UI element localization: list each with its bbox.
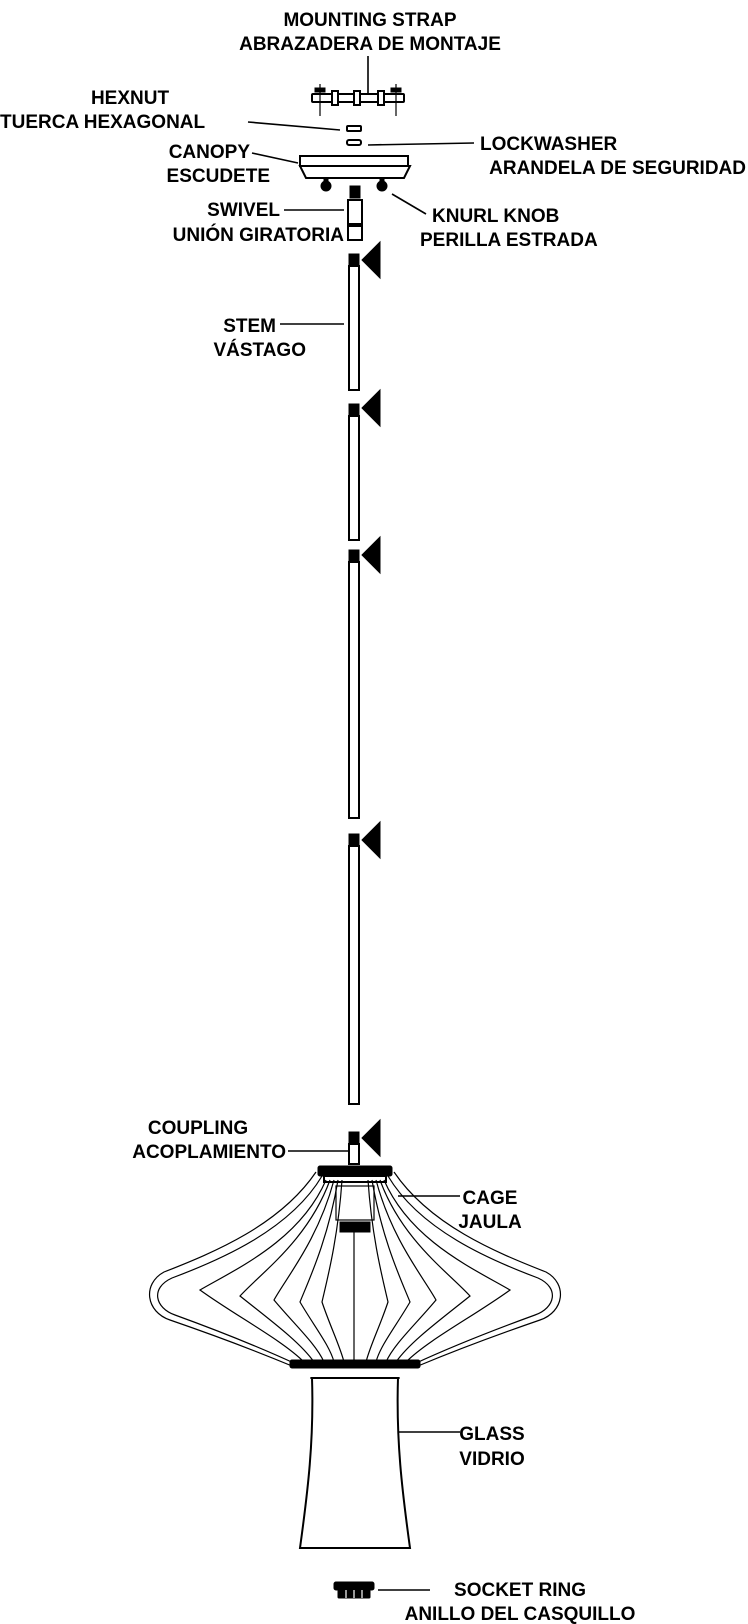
leader-lockwasher [367, 142, 475, 146]
label-socket-ring: SOCKET RING ANILLO DEL CASQUILLO [405, 1580, 636, 1624]
label-mounting-strap: MOUNTING STRAP ABRAZADERA DE MONTAJE [239, 10, 501, 55]
label-canopy: CANOPY ESCUDETE [167, 142, 270, 187]
label-canopy-en: CANOPY [169, 142, 251, 163]
label-socket-ring-en: SOCKET RING [454, 1580, 586, 1601]
label-swivel-es: UNIÓN GIRATORIA [173, 224, 345, 246]
hexnut-part [346, 125, 362, 132]
label-hexnut-en: HEXNUT [91, 88, 170, 109]
label-lockwasher: LOCKWASHER ARANDELA DE SEGURIDAD [480, 134, 746, 179]
label-stem-es: VÁSTAGO [213, 339, 306, 361]
glass-part [298, 1377, 412, 1549]
label-swivel-en: SWIVEL [207, 200, 280, 221]
coupling-arrow-3-icon [361, 535, 381, 575]
stem-section-1 [348, 240, 381, 391]
leader-knurl-knob [391, 193, 427, 215]
label-swivel: SWIVEL UNIÓN GIRATORIA [173, 200, 345, 246]
label-glass: GLASS VIDRIO [459, 1424, 524, 1470]
label-hexnut-es: TUERCA HEXAGONAL [0, 112, 206, 133]
label-hexnut: HEXNUT TUERCA HEXAGONAL [0, 88, 206, 133]
label-cage-es: JAULA [458, 1212, 522, 1233]
stem-section-4 [348, 820, 381, 1105]
label-coupling: COUPLING ACOPLAMIENTO [132, 1118, 286, 1163]
label-mounting-strap-en: MOUNTING STRAP [283, 10, 456, 31]
socket-ring-part [333, 1581, 375, 1599]
label-cage-en: CAGE [463, 1188, 518, 1209]
label-lockwasher-es: ARANDELA DE SEGURIDAD [489, 158, 746, 179]
leader-canopy [251, 152, 299, 164]
label-canopy-es: ESCUDETE [167, 166, 270, 187]
coupling-part [348, 1118, 381, 1165]
label-stem-en: STEM [223, 316, 276, 337]
label-knurl-knob-es: PERILLA ESTRADA [420, 230, 598, 251]
leader-hexnut [247, 121, 341, 131]
label-knurl-knob: KNURL KNOB PERILLA ESTRADA [420, 206, 598, 251]
coupling-arrow-2-icon [361, 388, 381, 428]
label-coupling-es: ACOPLAMIENTO [132, 1142, 286, 1163]
leader-lines [247, 56, 475, 1591]
label-socket-ring-es: ANILLO DEL CASQUILLO [405, 1604, 636, 1624]
swivel-part [347, 185, 363, 241]
label-cage: CAGE JAULA [458, 1188, 522, 1233]
label-mounting-strap-es: ABRAZADERA DE MONTAJE [239, 34, 501, 55]
coupling-arrow-5-icon [361, 1118, 381, 1158]
stem-section-3 [348, 535, 381, 819]
label-lockwasher-en: LOCKWASHER [480, 134, 618, 155]
mounting-strap-part [311, 84, 405, 116]
coupling-arrow-4-icon [361, 820, 381, 860]
stem-section-2 [348, 388, 381, 541]
coupling-arrow-1-icon [361, 240, 381, 280]
lockwasher-part [346, 139, 362, 146]
canopy-part [298, 155, 412, 192]
label-coupling-en: COUPLING [148, 1118, 248, 1139]
label-glass-en: GLASS [459, 1424, 524, 1445]
label-stem: STEM VÁSTAGO [213, 316, 306, 361]
stem-sections [348, 240, 381, 1105]
cage-part [148, 1165, 562, 1369]
label-glass-es: VIDRIO [459, 1449, 524, 1470]
label-knurl-knob-en: KNURL KNOB [432, 206, 559, 227]
